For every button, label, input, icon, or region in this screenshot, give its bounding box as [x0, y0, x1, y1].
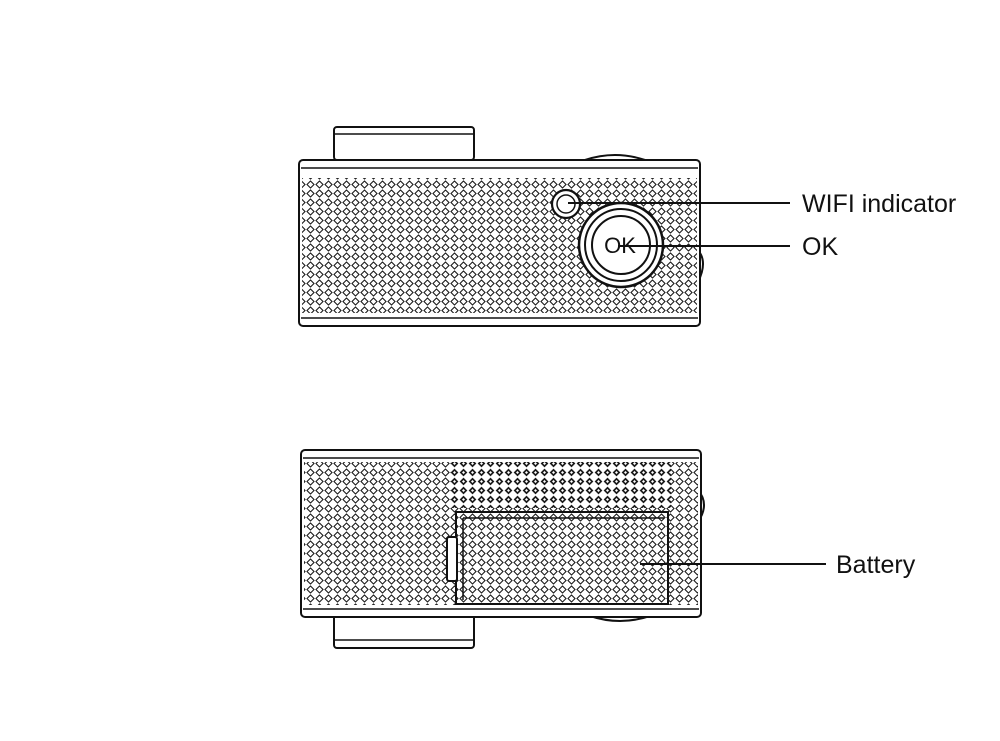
camera-bottom-view [300, 449, 705, 649]
top-lens-ring [584, 154, 646, 161]
battery-door-latch[interactable] [446, 536, 458, 582]
camera-top-view: OK [298, 126, 704, 327]
callout-wifi-label: WIFI indicator [802, 190, 956, 218]
callout-ok: OK [618, 233, 838, 261]
callout-wifi: WIFI indicator [568, 190, 956, 218]
battery-door[interactable] [455, 511, 669, 605]
callout-battery-label: Battery [836, 551, 916, 579]
top-mount-tab [333, 126, 475, 161]
callout-battery: Battery [640, 551, 916, 579]
callout-ok-label: OK [802, 233, 838, 261]
bottom-vent-grille [451, 462, 671, 508]
bottom-mount-tab [333, 613, 475, 649]
